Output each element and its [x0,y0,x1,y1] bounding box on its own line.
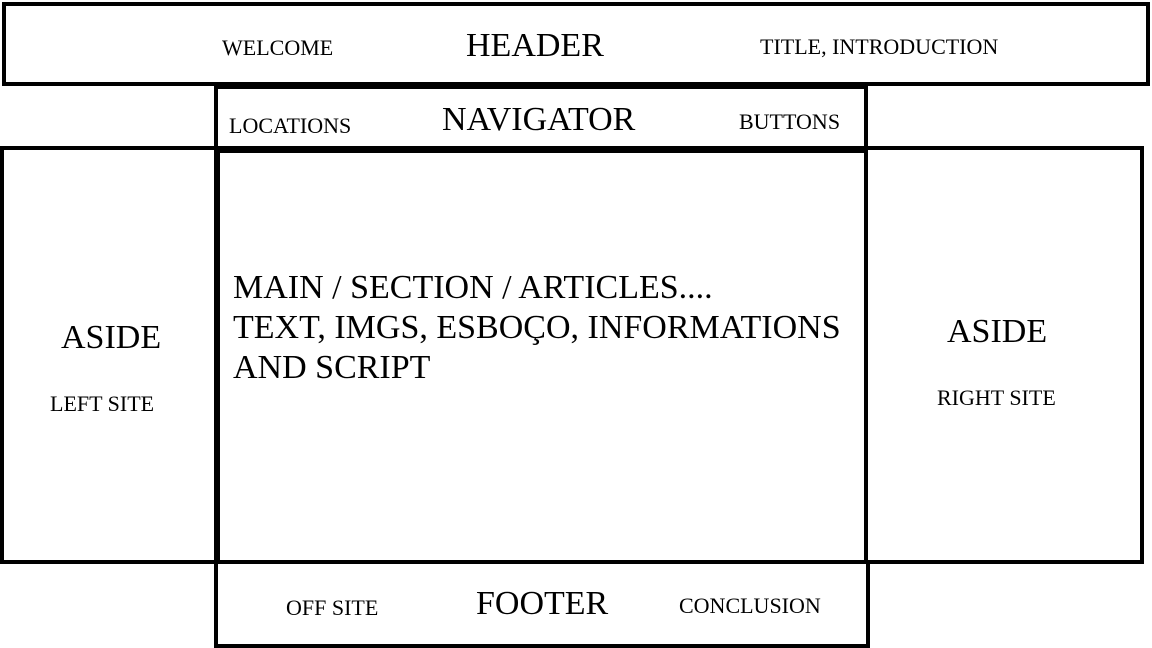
aside-left-box [0,146,220,564]
navigator-right-label: BUTTONS [739,109,841,134]
aside-right-subtitle: RIGHT SITE [937,385,1056,410]
footer-box [214,560,870,648]
navigator-box [214,85,868,153]
main-text-line: AND SCRIPT [233,349,431,386]
aside-left-title: ASIDE [61,319,162,356]
main-text-line: TEXT, IMGS, ESBOÇO, INFORMATIONS [233,309,841,346]
header-box [2,2,1150,86]
footer-left-label: OFF SITE [286,595,379,620]
footer-right-label: CONCLUSION [679,593,821,618]
aside-left-subtitle: LEFT SITE [50,391,155,416]
main-text-line: MAIN / SECTION / ARTICLES.... [233,269,713,306]
footer-title: FOOTER [476,585,609,622]
navigator-left-label: LOCATIONS [229,113,352,138]
aside-right-title: ASIDE [947,313,1048,350]
aside-right-box [864,146,1144,564]
navigator-title: NAVIGATOR [442,101,636,138]
header-left-label: WELCOME [222,35,334,60]
header-right-label: TITLE, INTRODUCTION [760,34,999,59]
header-title: HEADER [466,27,604,64]
